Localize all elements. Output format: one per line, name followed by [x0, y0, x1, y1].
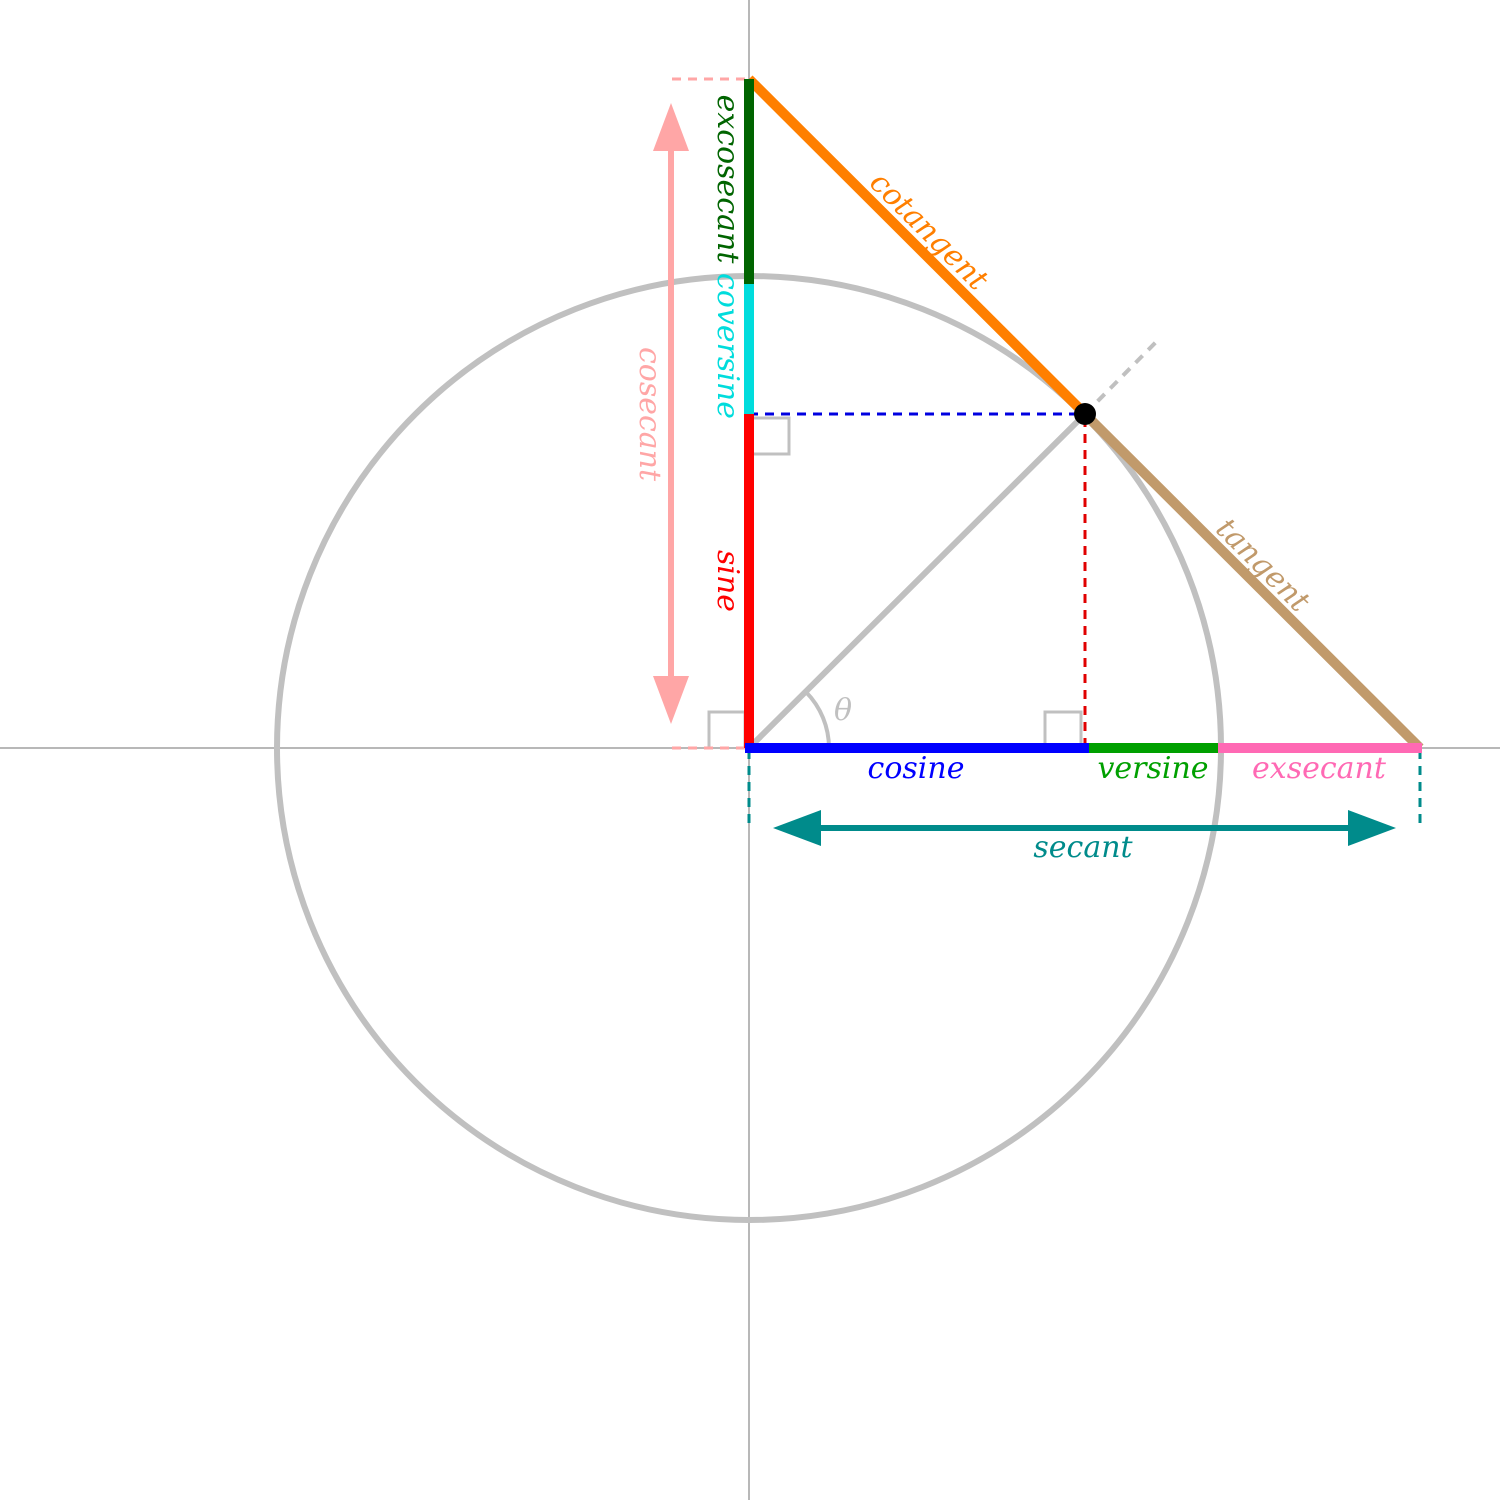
secant-label: secant — [1033, 830, 1133, 865]
exsecant-label: exsecant — [1252, 751, 1387, 786]
coversine-label: coversine — [710, 273, 745, 419]
versine-label: versine — [1097, 751, 1208, 786]
right-angle-marker-origin — [707, 710, 747, 748]
excosecant-label: excosecant — [710, 95, 745, 265]
cosecant-label: cosecant — [632, 347, 667, 482]
cosine-label: cosine — [868, 751, 965, 786]
theta-arc — [804, 690, 831, 749]
theta-label: θ — [834, 693, 852, 728]
tangent-label: tangent — [1209, 511, 1318, 620]
point-on-circle — [1074, 403, 1096, 425]
cotangent-label: cotangent — [862, 165, 995, 298]
cotangent-segment — [745, 75, 1089, 418]
right-angle-marker-cosine — [1043, 710, 1083, 748]
radius-line — [746, 411, 1088, 751]
radius-extension — [1083, 336, 1162, 416]
right-angle-marker-sine — [753, 416, 791, 456]
sine-label: sine — [710, 550, 745, 612]
tangent-segment — [1081, 410, 1424, 752]
